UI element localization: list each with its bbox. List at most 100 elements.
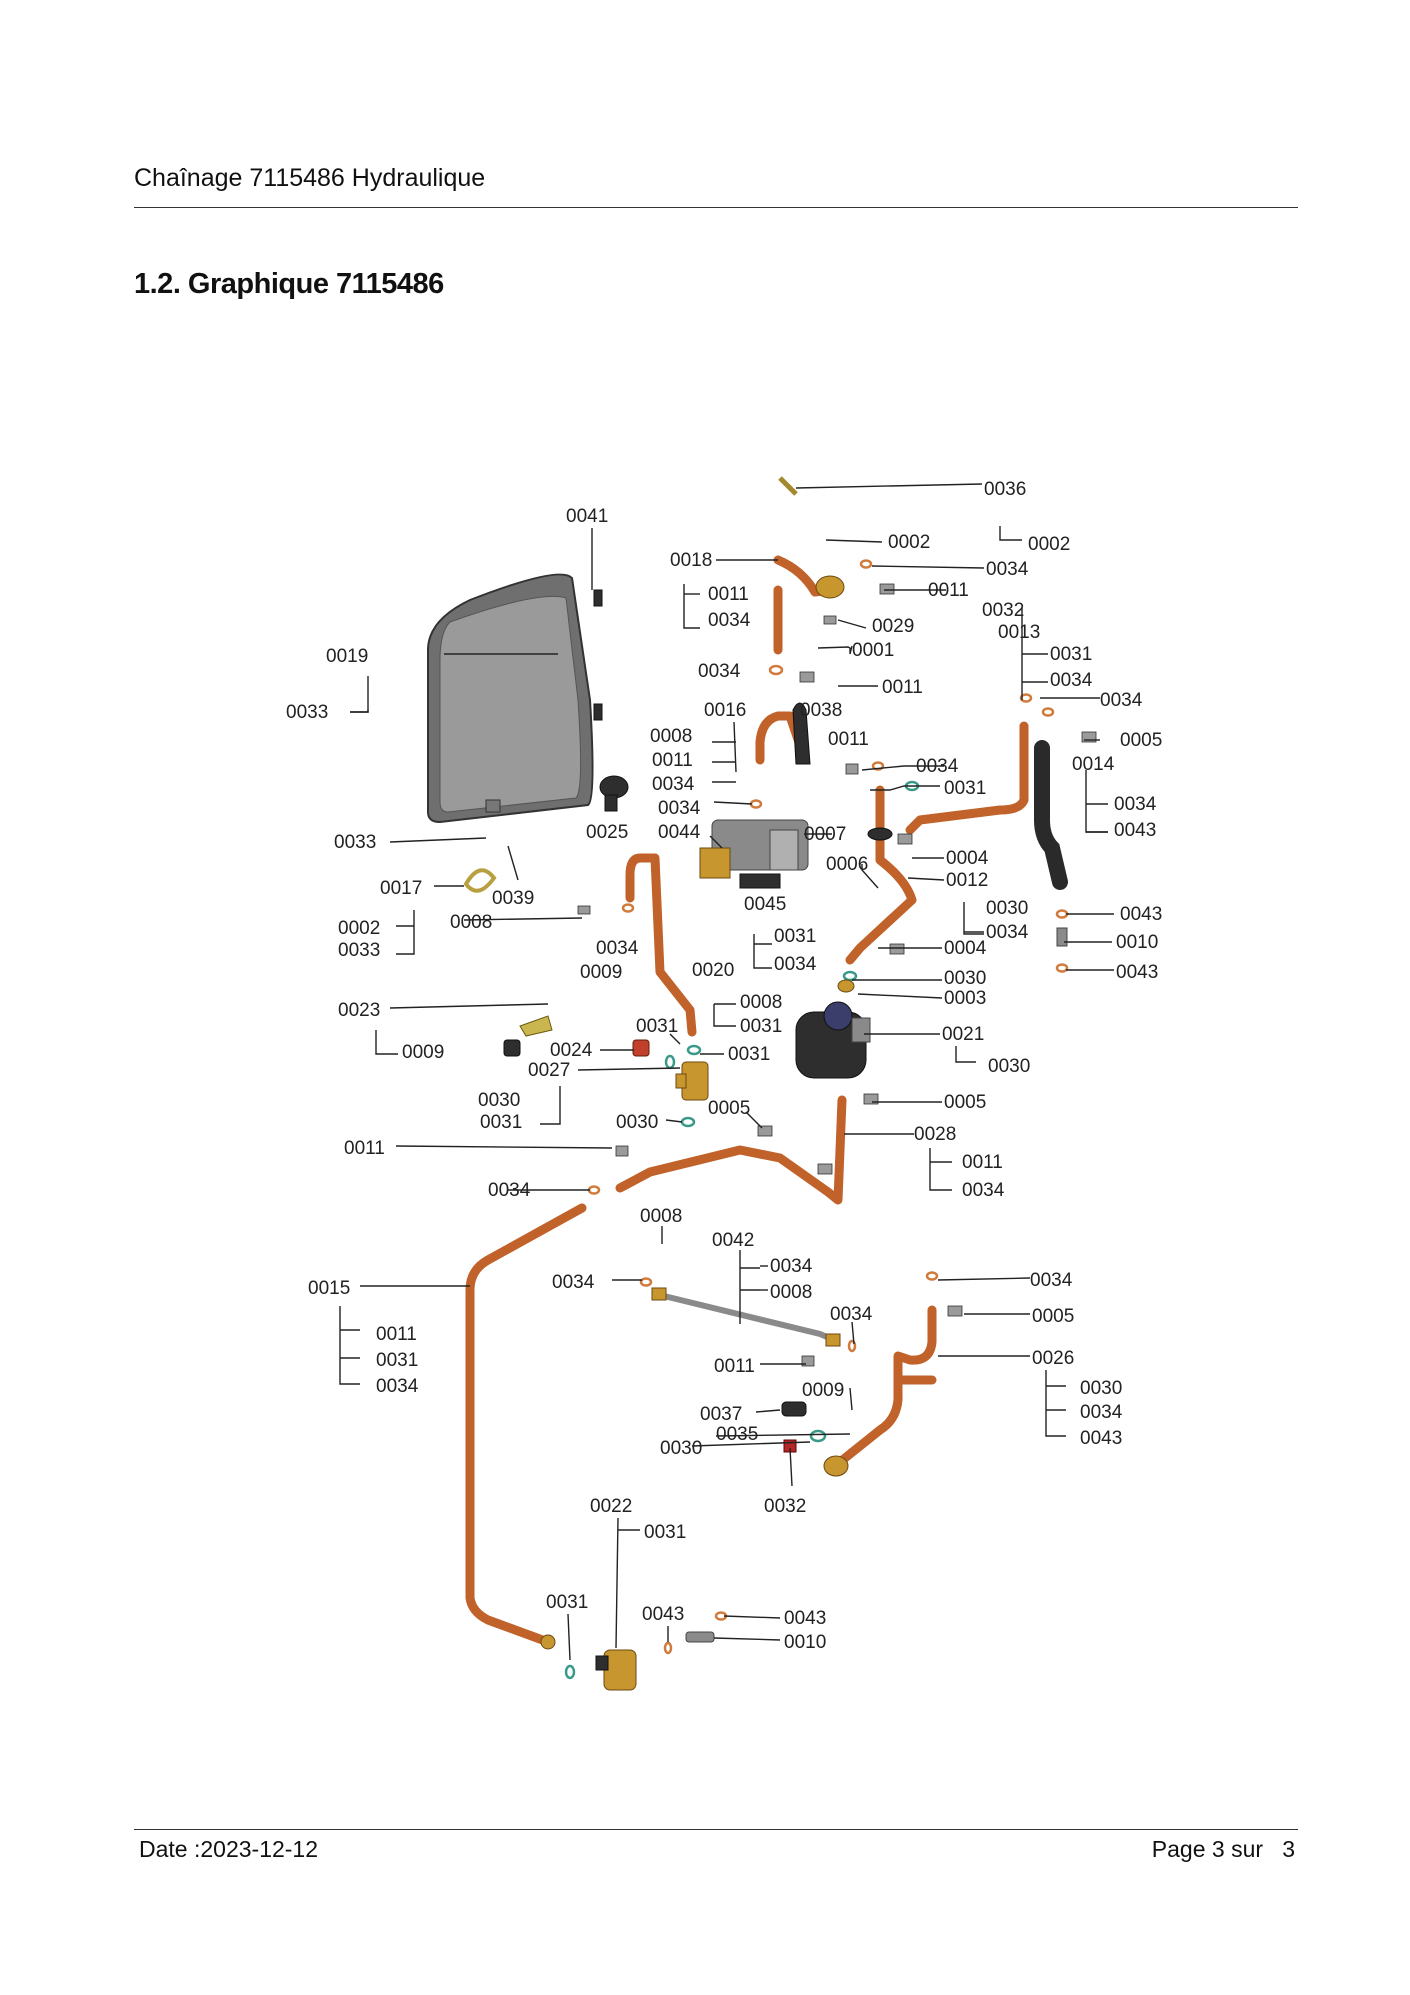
callout-label: 0008 [770, 1282, 812, 1303]
clip-part-0041 [593, 589, 603, 607]
callout-label: 0030 [986, 898, 1028, 919]
callout-label: 0043 [642, 1604, 684, 1625]
callout-label: 0005 [708, 1098, 750, 1119]
callout-label: 0034 [552, 1272, 595, 1293]
footer-date: Date :2023-12-12 [139, 1836, 319, 1862]
callout-label: 0011 [652, 750, 693, 771]
hose-part-0014 [1034, 740, 1068, 890]
callout-label: 0034 [830, 1304, 873, 1325]
callout-label: 0031 [480, 1112, 522, 1133]
callout-label: 0034 [774, 954, 817, 975]
callout-label: 0018 [670, 550, 712, 571]
callout-label: 0005 [1032, 1306, 1074, 1327]
callout-label: 0042 [712, 1230, 754, 1251]
callout-label: 0001 [852, 640, 894, 661]
callout-label: 0034 [1100, 690, 1143, 711]
callout-label: 0032 [764, 1496, 806, 1517]
spring-clips [577, 583, 1097, 1367]
callout-label: 0005 [1120, 730, 1162, 751]
seal-part-0007 [867, 827, 893, 841]
callout-label: 0030 [616, 1112, 658, 1133]
callout-label: 0011 [828, 729, 869, 750]
callout-label: 0038 [800, 700, 842, 721]
callout-label: 0037 [700, 1404, 742, 1425]
header-divider [134, 207, 1298, 208]
callout-label: 0034 [986, 559, 1029, 580]
callout-label: 0031 [774, 926, 816, 947]
callout-label: 0031 [740, 1016, 782, 1037]
callout-label: 0034 [698, 661, 741, 682]
pipe-part-0016 [755, 711, 810, 765]
callout-label: 0017 [380, 878, 422, 899]
pipe-part-0015 [465, 1203, 587, 1647]
callout-label: 0004 [946, 848, 989, 869]
callout-label: 0033 [334, 832, 376, 853]
parts-artwork [427, 476, 1097, 1691]
nut-part-0015 [540, 1634, 556, 1650]
callout-label: 0030 [944, 968, 986, 989]
header-title: Chaînage 7115486 Hydraulique [134, 164, 486, 192]
callout-label: 0034 [1080, 1402, 1123, 1423]
callout-label: 0043 [784, 1608, 826, 1629]
callout-label: 0009 [580, 962, 622, 983]
cap-part-0024 [632, 1039, 650, 1057]
callout-label: 0041 [566, 506, 608, 527]
callout-label: 0034 [488, 1180, 531, 1201]
callout-label: 0030 [660, 1438, 702, 1459]
callout-label: 0030 [1080, 1378, 1122, 1399]
callout-label: 0002 [338, 918, 380, 939]
callout-label: 0034 [916, 756, 959, 777]
callout-label: 0030 [988, 1056, 1030, 1077]
callout-label: 0002 [1028, 534, 1070, 555]
callout-label: 0032 [982, 600, 1024, 621]
callout-label: 0003 [944, 988, 986, 1009]
callout-label: 0004 [944, 938, 987, 959]
pipe-part-0028 [615, 1095, 847, 1205]
callout-label: 0043 [1116, 962, 1158, 983]
hydraulic-block-part-0044 [699, 819, 809, 889]
pipe-part-0020 [625, 853, 697, 1037]
callout-label: 0034 [652, 774, 695, 795]
callout-label: 0008 [740, 992, 782, 1013]
callout-label: 0007 [804, 824, 846, 845]
callout-label: 0034 [1030, 1270, 1073, 1291]
plug-part-0010-upper [1056, 927, 1068, 947]
brass-valve-part-0022 [595, 1649, 637, 1691]
seal-part-0038 [792, 702, 811, 765]
callout-label: 0035 [716, 1424, 758, 1445]
callout-label: 0034 [658, 798, 701, 819]
valve-part-0025 [599, 775, 629, 812]
callout-label: 0008 [650, 726, 692, 747]
callout-label: 0043 [1120, 904, 1162, 925]
callout-label: 0026 [1032, 1348, 1074, 1369]
callout-label: 0011 [882, 677, 923, 698]
leader-lines [339, 483, 1114, 1661]
callout-label: 0043 [1114, 820, 1156, 841]
pipe-part-0012 [845, 785, 917, 965]
callout-label: 0011 [376, 1324, 417, 1345]
callout-label: 0012 [946, 870, 988, 891]
callout-label: 0031 [644, 1522, 686, 1543]
callout-label: 0043 [1080, 1428, 1122, 1449]
pipe-part-0018 [773, 555, 845, 655]
callout-label: 0033 [338, 940, 380, 961]
pin-part-0036 [778, 476, 798, 496]
callout-label: 0031 [944, 778, 986, 799]
callout-label: 0031 [636, 1016, 678, 1037]
callout-label: 0022 [590, 1496, 632, 1517]
coil-part-0017 [463, 868, 497, 893]
callout-label: 0014 [1072, 754, 1115, 775]
callout-label: 0034 [596, 938, 639, 959]
callout-label: 0028 [914, 1124, 956, 1145]
callout-label: 0025 [586, 822, 628, 843]
pipe-part-0026 [825, 1305, 937, 1475]
pipe-part-0013 [905, 721, 1029, 835]
callout-label: 0033 [286, 702, 328, 723]
footer-divider [134, 1829, 1298, 1830]
sensor-part-0023 [519, 1015, 553, 1037]
callout-labels: 0036 0002 0002 0041 0018 0034 0011 0011 … [286, 479, 1162, 1653]
callout-label: 0027 [528, 1060, 570, 1081]
callout-label: 0011 [344, 1138, 385, 1159]
brass-valve-part-0027 [675, 1061, 709, 1101]
callout-label: 0034 [986, 922, 1029, 943]
